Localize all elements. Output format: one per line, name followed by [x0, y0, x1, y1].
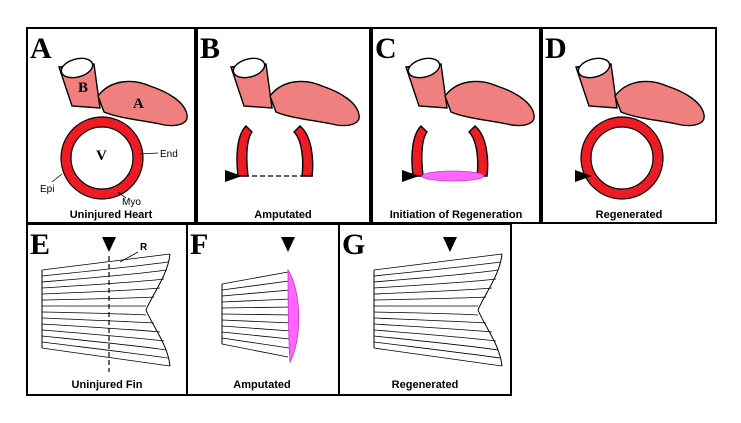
amputated-fin — [221, 268, 300, 364]
amputation-arrow-icon — [402, 170, 419, 182]
amputation-arrow-icon — [102, 237, 116, 252]
ventricle-label: V — [96, 148, 107, 164]
panel-f: F Amputated — [186, 223, 340, 396]
panel-d-letter: D — [545, 32, 567, 65]
amputation-arrow-icon — [281, 237, 295, 252]
panel-e-caption: Uninjured Fin — [72, 379, 143, 391]
ray-label: R — [140, 242, 148, 253]
panel-a-caption: Uninjured Heart — [70, 209, 153, 221]
panel-g-letter: G — [342, 228, 365, 261]
panel-c-letter: C — [375, 32, 397, 65]
atrium-label: A — [133, 96, 144, 112]
panel-g-caption: Regenerated — [392, 379, 459, 391]
panel-a: A B A V End Epi Myo Uninjured Heart — [26, 27, 196, 224]
fin-regeneration-blastema — [287, 268, 300, 364]
amputation-arrow-icon — [225, 170, 242, 182]
panel-d: D Regenerated — [541, 27, 717, 224]
amputation-arrow-icon — [443, 237, 457, 252]
regeneration-blastema — [421, 170, 485, 182]
myocardium-label: Myo — [122, 197, 141, 208]
panel-e: E R Uninjured Fin — [26, 223, 188, 396]
panel-g: G Regenerated — [338, 223, 512, 396]
panel-a-letter: A — [30, 32, 52, 65]
panel-d-caption: Regenerated — [596, 209, 663, 221]
panel-f-letter: F — [190, 228, 208, 261]
panel-f-caption: Amputated — [233, 379, 290, 391]
panel-b-caption: Amputated — [254, 209, 311, 221]
panel-e-letter: E — [30, 228, 50, 261]
panel-c: C Initiation of Regeneration — [371, 27, 541, 224]
panel-c-caption: Initiation of Regeneration — [390, 209, 523, 221]
panel-b-letter: B — [200, 32, 220, 65]
endocardium-label: End — [160, 149, 178, 160]
panel-b: B Amputated — [196, 27, 371, 224]
bulbus-label: B — [78, 80, 88, 96]
amputation-arrow-icon — [575, 170, 592, 182]
epicardium-label: Epi — [40, 184, 54, 195]
